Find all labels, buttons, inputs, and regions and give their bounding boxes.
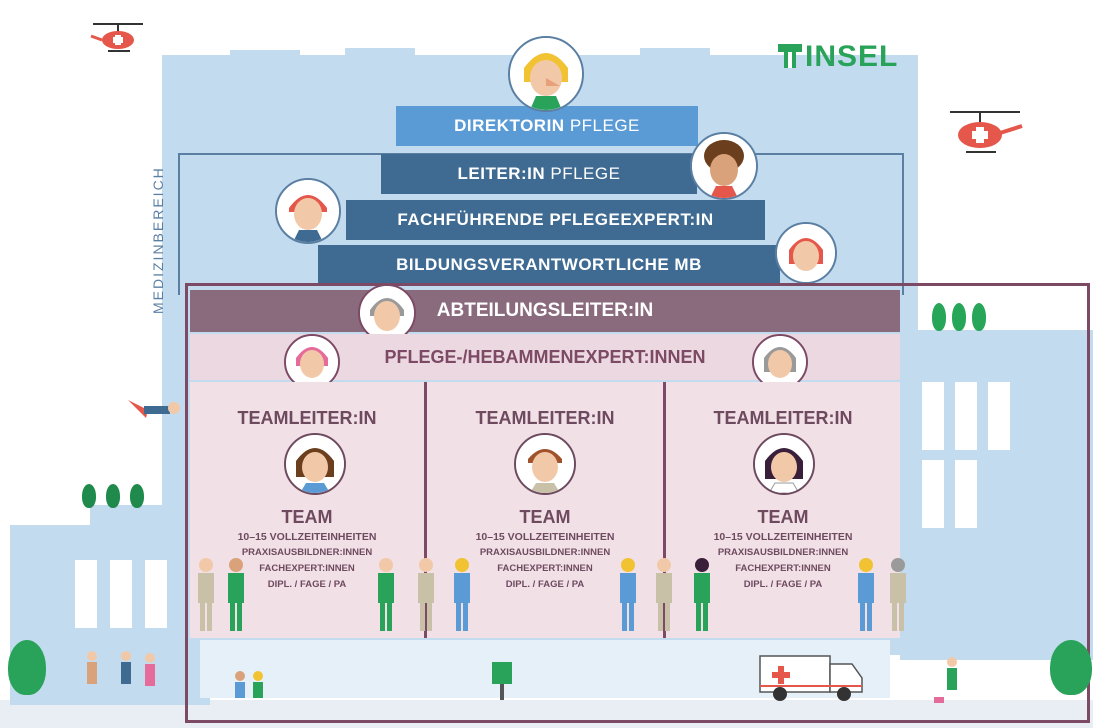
- direktorin-face-icon: [508, 36, 584, 112]
- building-left-roof: [90, 505, 170, 530]
- tree-icon: [106, 484, 120, 508]
- team-detail: FACHEXPERT:INNEN: [735, 563, 831, 574]
- staff-figures-icon: [188, 555, 258, 640]
- window: [145, 560, 167, 628]
- bildung-face-icon: [775, 222, 837, 284]
- window: [110, 560, 132, 628]
- tree-icon: [8, 640, 46, 695]
- flying-hero-icon: [126, 392, 182, 431]
- team-detail: 10–15 VOLLZEITEINHEITEN: [237, 531, 377, 543]
- tree-icon: [130, 484, 144, 508]
- window: [75, 560, 97, 628]
- direktorin-bar: DIREKTORIN PFLEGE: [396, 106, 698, 146]
- staff-figures-icon: [612, 555, 722, 640]
- helicopter-icon: [940, 100, 1030, 170]
- leiter-sub: PFLEGE: [550, 164, 621, 183]
- teamleiter-face-icon: [284, 433, 346, 495]
- team-divider: [424, 382, 427, 638]
- team-detail: PRAXISAUSBILDNER:INNEN: [479, 547, 611, 558]
- person-with-dog-icon: [932, 655, 972, 710]
- team-detail: FACHEXPERT:INNEN: [259, 563, 355, 574]
- tree-icon: [932, 303, 946, 331]
- team-detail: PRAXISAUSBILDNER:INNEN: [717, 547, 849, 558]
- roof-notch: [640, 48, 710, 62]
- fachfuehrende-bar: FACHFÜHRENDE PFLEGEEXPERT:IN: [346, 200, 765, 240]
- direktorin-sub: PFLEGE: [569, 116, 640, 135]
- team-detail: DIPL. / FAGE / PA: [267, 579, 347, 590]
- tree-icon: [972, 303, 986, 331]
- bildung-bar: BILDUNGSVERANTWORTLICHE MB: [318, 245, 780, 285]
- team-detail: 10–15 VOLLZEITEINHEITEN: [475, 531, 615, 543]
- fachfuehrende-face-icon: [275, 178, 341, 244]
- people-icon: [82, 648, 162, 708]
- logo-text: INSEL: [805, 40, 899, 73]
- team-label: TEAM: [519, 507, 571, 527]
- leiter-face-icon: [690, 132, 758, 200]
- abteilung-frame: [185, 283, 1090, 723]
- team-detail: FACHEXPERT:INNEN: [497, 563, 593, 574]
- teamleiter-label: TEAMLEITER:IN: [713, 408, 853, 428]
- window: [955, 460, 977, 528]
- window: [988, 382, 1010, 450]
- direktorin-label: DIREKTORIN: [454, 116, 565, 135]
- teamleiter-label: TEAMLEITER:IN: [475, 408, 615, 428]
- tree-icon: [1050, 640, 1092, 695]
- team-label: TEAM: [757, 507, 809, 527]
- team-detail: DIPL. / FAGE / PA: [505, 579, 585, 590]
- leiter-label: LEITER:IN: [457, 164, 546, 183]
- roof-notch: [230, 50, 300, 62]
- children-icon: [230, 668, 270, 709]
- insel-logo-icon: [776, 42, 804, 75]
- team-detail: PRAXISAUSBILDNER:INNEN: [241, 547, 373, 558]
- team-divider: [663, 382, 666, 638]
- abteilungsleiter-face-icon: [358, 284, 416, 342]
- tree-icon: [952, 303, 966, 331]
- team-detail: DIPL. / FAGE / PA: [743, 579, 823, 590]
- window: [922, 382, 944, 450]
- insel-sign-icon: [490, 660, 514, 705]
- window: [955, 382, 977, 450]
- staff-figures-icon: [848, 555, 918, 640]
- team-detail: 10–15 VOLLZEITEINHEITEN: [713, 531, 853, 543]
- teamleiter-face-icon: [514, 433, 576, 495]
- teamleiter-face-icon: [753, 433, 815, 495]
- helicopter-icon: [88, 18, 148, 63]
- teamleiter-label: TEAMLEITER:IN: [237, 408, 377, 428]
- team-label: TEAM: [281, 507, 333, 527]
- window: [922, 460, 944, 528]
- roof-notch: [345, 48, 415, 62]
- staff-figures-icon: [370, 555, 480, 640]
- leiter-bar: LEITER:IN PFLEGE: [381, 154, 697, 194]
- abteilungsleiter-bar: ABTEILUNGSLEITER:IN: [190, 290, 900, 332]
- expert-face-icon: [752, 334, 808, 390]
- ambulance-icon: [758, 650, 866, 709]
- tree-icon: [82, 484, 96, 508]
